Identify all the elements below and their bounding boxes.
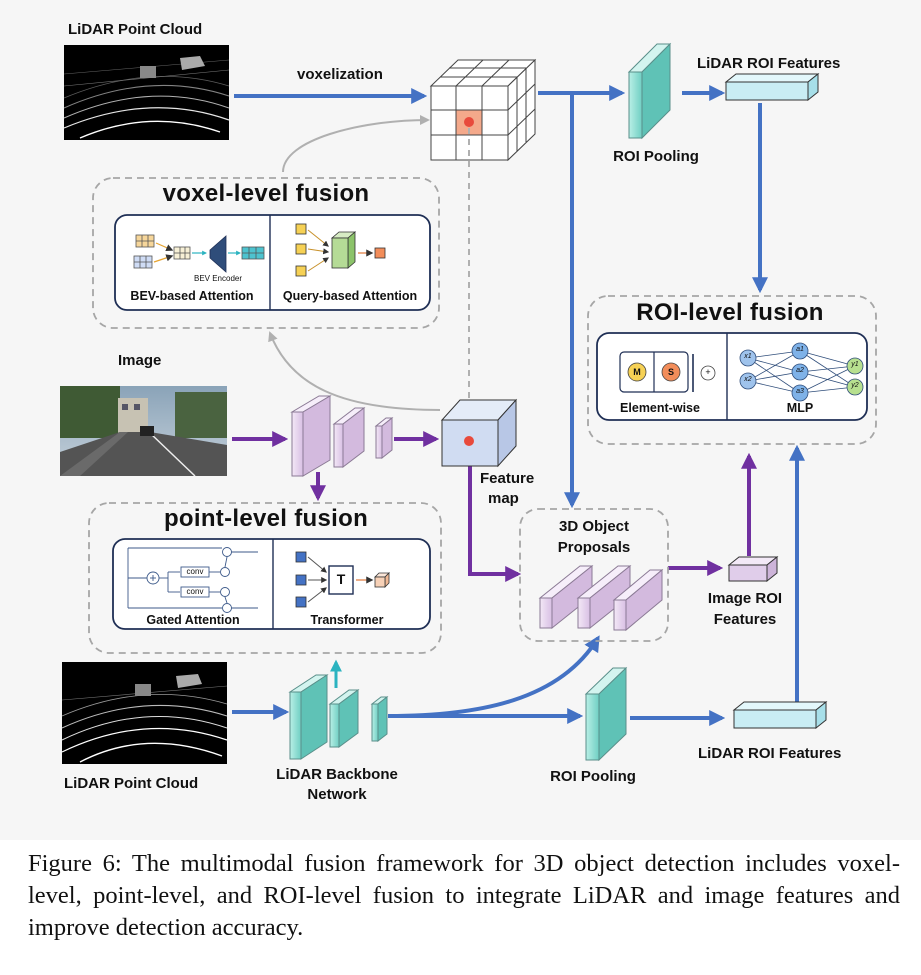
mlp-node-x1: x1 xyxy=(744,353,752,360)
point-inner-panel xyxy=(112,538,431,630)
query-based-attention-label: Query-based Attention xyxy=(282,289,418,303)
conv-label-1: conv xyxy=(186,567,204,576)
roi-pooling-top-label: ROI Pooling xyxy=(613,148,699,165)
object-proposal-boxes xyxy=(538,564,664,632)
mlp-graphic xyxy=(739,342,864,402)
transformer-graphic xyxy=(295,551,390,608)
element-wise-label: Element-wise xyxy=(620,401,700,415)
image-roi-features-label-line2: Features xyxy=(713,611,777,628)
feature-map-label-line1: Feature xyxy=(480,470,535,487)
roi-pooling-top-block xyxy=(627,42,672,140)
roi-level-fusion-title: ROI-level fusion xyxy=(636,299,824,326)
mlp-node-x2: x2 xyxy=(744,376,752,383)
lidar-backbone-blocks xyxy=(288,674,389,760)
image-roi-features-bar xyxy=(727,555,779,583)
fusion-gray-arrows xyxy=(268,115,474,436)
mlp-node-a2: a2 xyxy=(796,367,804,374)
backbone-label-line2: Network xyxy=(307,786,367,803)
m-symbol: M xyxy=(633,367,641,377)
lidar-point-cloud-top-image xyxy=(63,45,230,140)
gated-attention-label: Gated Attention xyxy=(146,613,240,627)
voxelization-label: voxelization xyxy=(297,66,383,83)
query-attention-graphic xyxy=(295,223,386,277)
mlp-node-y1: y1 xyxy=(851,361,859,368)
lidar-roi-features-top-bar xyxy=(724,72,820,102)
bev-encoder-label: BEV Encoder xyxy=(193,274,243,283)
conv-label-2: conv xyxy=(186,587,204,596)
lidar-roi-features-bottom-bar xyxy=(732,700,828,730)
point-level-fusion-box xyxy=(88,502,442,654)
feature-map-red-dot xyxy=(464,436,474,446)
feature-map-label-line2: map xyxy=(488,490,519,507)
image-backbone-blocks xyxy=(290,395,394,477)
image-label: Image xyxy=(118,352,162,369)
point-level-fusion-title: point-level fusion xyxy=(163,505,369,532)
mlp-node-a3: a3 xyxy=(796,388,804,395)
fusion-diagram: LiDAR Point Cloud voxelization ROI Pooli… xyxy=(60,21,877,803)
voxel-grid xyxy=(429,58,537,162)
lidar-point-cloud-bottom-image xyxy=(61,662,228,764)
lidar-roi-features-bottom-label: LiDAR ROI Features xyxy=(698,745,842,762)
proposals-label-line2: Proposals xyxy=(557,539,631,556)
mlp-node-y2: y2 xyxy=(851,382,859,389)
backbone-label-line1: LiDAR Backbone xyxy=(276,766,398,783)
voxel-level-fusion-box xyxy=(92,177,440,329)
image-flow-arrows xyxy=(232,431,757,582)
camera-image xyxy=(60,386,227,477)
lidar-roi-features-top-label: LiDAR ROI Features xyxy=(697,55,841,72)
mlp-node-a1: a1 xyxy=(796,346,804,353)
bev-based-attention-label: BEV-based Attention xyxy=(130,289,254,303)
voxel-red-dot xyxy=(464,117,474,127)
mlp-label: MLP xyxy=(786,401,814,415)
roi-pooling-bottom-label: ROI Pooling xyxy=(550,768,636,785)
gated-attention-graphic xyxy=(127,547,258,613)
voxel-level-fusion-title: voxel-level fusion xyxy=(162,180,370,207)
image-roi-features-label-line1: Image ROI xyxy=(707,590,783,607)
feature-map-cube xyxy=(440,398,518,468)
bev-attention-graphic xyxy=(133,234,265,273)
roi-level-fusion-box xyxy=(587,295,877,445)
transformer-label: Transformer xyxy=(310,613,384,627)
figure-caption: Figure 6: The multimodal fusion framewor… xyxy=(28,850,900,941)
roi-pooling-bottom-block xyxy=(584,666,628,762)
transformer-t-symbol: T xyxy=(336,571,346,587)
s-symbol: S xyxy=(667,367,675,377)
lidar-point-cloud-top-label: LiDAR Point Cloud xyxy=(68,21,203,38)
proposals-label-line1: 3D Object xyxy=(558,518,630,535)
lidar-point-cloud-bottom-label: LiDAR Point Cloud xyxy=(64,775,199,792)
lidar-flow-arrows xyxy=(232,85,805,726)
element-wise-graphic xyxy=(619,351,716,393)
diagram-canvas xyxy=(60,42,877,764)
plus-symbol: + xyxy=(705,367,711,377)
